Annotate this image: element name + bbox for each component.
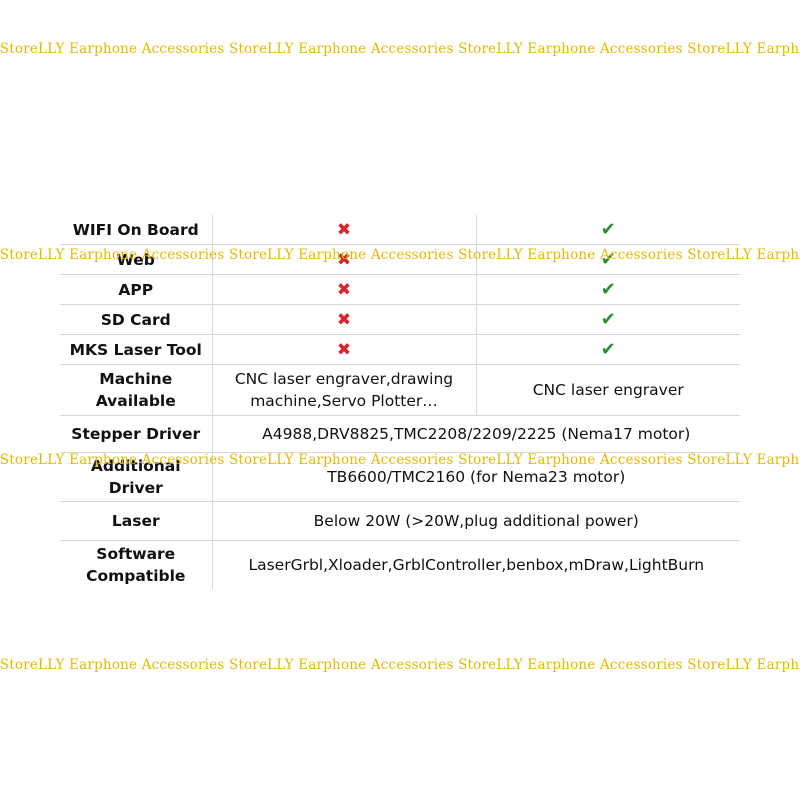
row-label-app: APP: [60, 274, 213, 305]
table-row: SD Card ✖ ✔: [60, 304, 740, 335]
table-row: APP ✖ ✔: [60, 274, 740, 305]
row-label-mks-laser-tool: MKS Laser Tool: [60, 334, 213, 365]
cross-icon: ✖: [336, 249, 352, 270]
laser-value: Below 20W (>20W,plug additional power): [212, 501, 740, 541]
machine-value-board-b: CNC laser engraver: [476, 364, 740, 416]
table-row: Software Compatible LaserGrbl,Xloader,Gr…: [60, 540, 740, 589]
table-row: Web ✖ ✔: [60, 244, 740, 275]
table-row: Machine Available CNC laser engraver,dra…: [60, 364, 740, 416]
cross-icon: ✖: [336, 219, 352, 240]
table-row: Laser Below 20W (>20W,plug additional po…: [60, 501, 740, 541]
check-icon: ✔: [600, 248, 616, 270]
comparison-table: WIFI On Board ✖ ✔ Web ✖ ✔ APP ✖ ✔ SD Car…: [60, 215, 740, 589]
row-label-machine-available: Machine Available: [60, 364, 213, 416]
row-label-software-compatible: Software Compatible: [60, 540, 213, 589]
row-label-sd-card: SD Card: [60, 304, 213, 335]
software-compatible-value: LaserGrbl,Xloader,GrblController,benbox,…: [248, 556, 705, 574]
machine-value-board-a: CNC laser engraver,drawing machine,Servo…: [212, 364, 477, 416]
table-row: MKS Laser Tool ✖ ✔: [60, 334, 740, 365]
row-label-stepper-driver: Stepper Driver: [60, 415, 213, 453]
table-row: Additional Driver TB6600/TMC2160 (for Ne…: [60, 452, 740, 502]
row-label-additional-driver: Additional Driver: [60, 452, 213, 502]
check-icon: ✔: [600, 218, 616, 240]
stepper-driver-value: A4988,DRV8825,TMC2208/2209/2225 (Nema17 …: [212, 415, 740, 453]
check-icon: ✔: [600, 278, 616, 300]
row-label-laser: Laser: [60, 501, 213, 541]
check-icon: ✔: [600, 308, 616, 330]
table-row: Stepper Driver A4988,DRV8825,TMC2208/220…: [60, 415, 740, 453]
row-label-wifi: WIFI On Board: [60, 215, 213, 245]
cross-icon: ✖: [336, 309, 352, 330]
additional-driver-value: TB6600/TMC2160 (for Nema23 motor): [212, 452, 740, 502]
watermark-text: es StoreLLY Earphone Accessories StoreLL…: [0, 657, 800, 673]
cross-icon: ✖: [336, 339, 352, 360]
table-row: WIFI On Board ✖ ✔: [60, 215, 740, 245]
watermark-text: es StoreLLY Earphone Accessories StoreLL…: [0, 41, 800, 57]
cross-icon: ✖: [336, 279, 352, 300]
check-icon: ✔: [600, 338, 616, 360]
row-label-web: Web: [60, 244, 213, 275]
